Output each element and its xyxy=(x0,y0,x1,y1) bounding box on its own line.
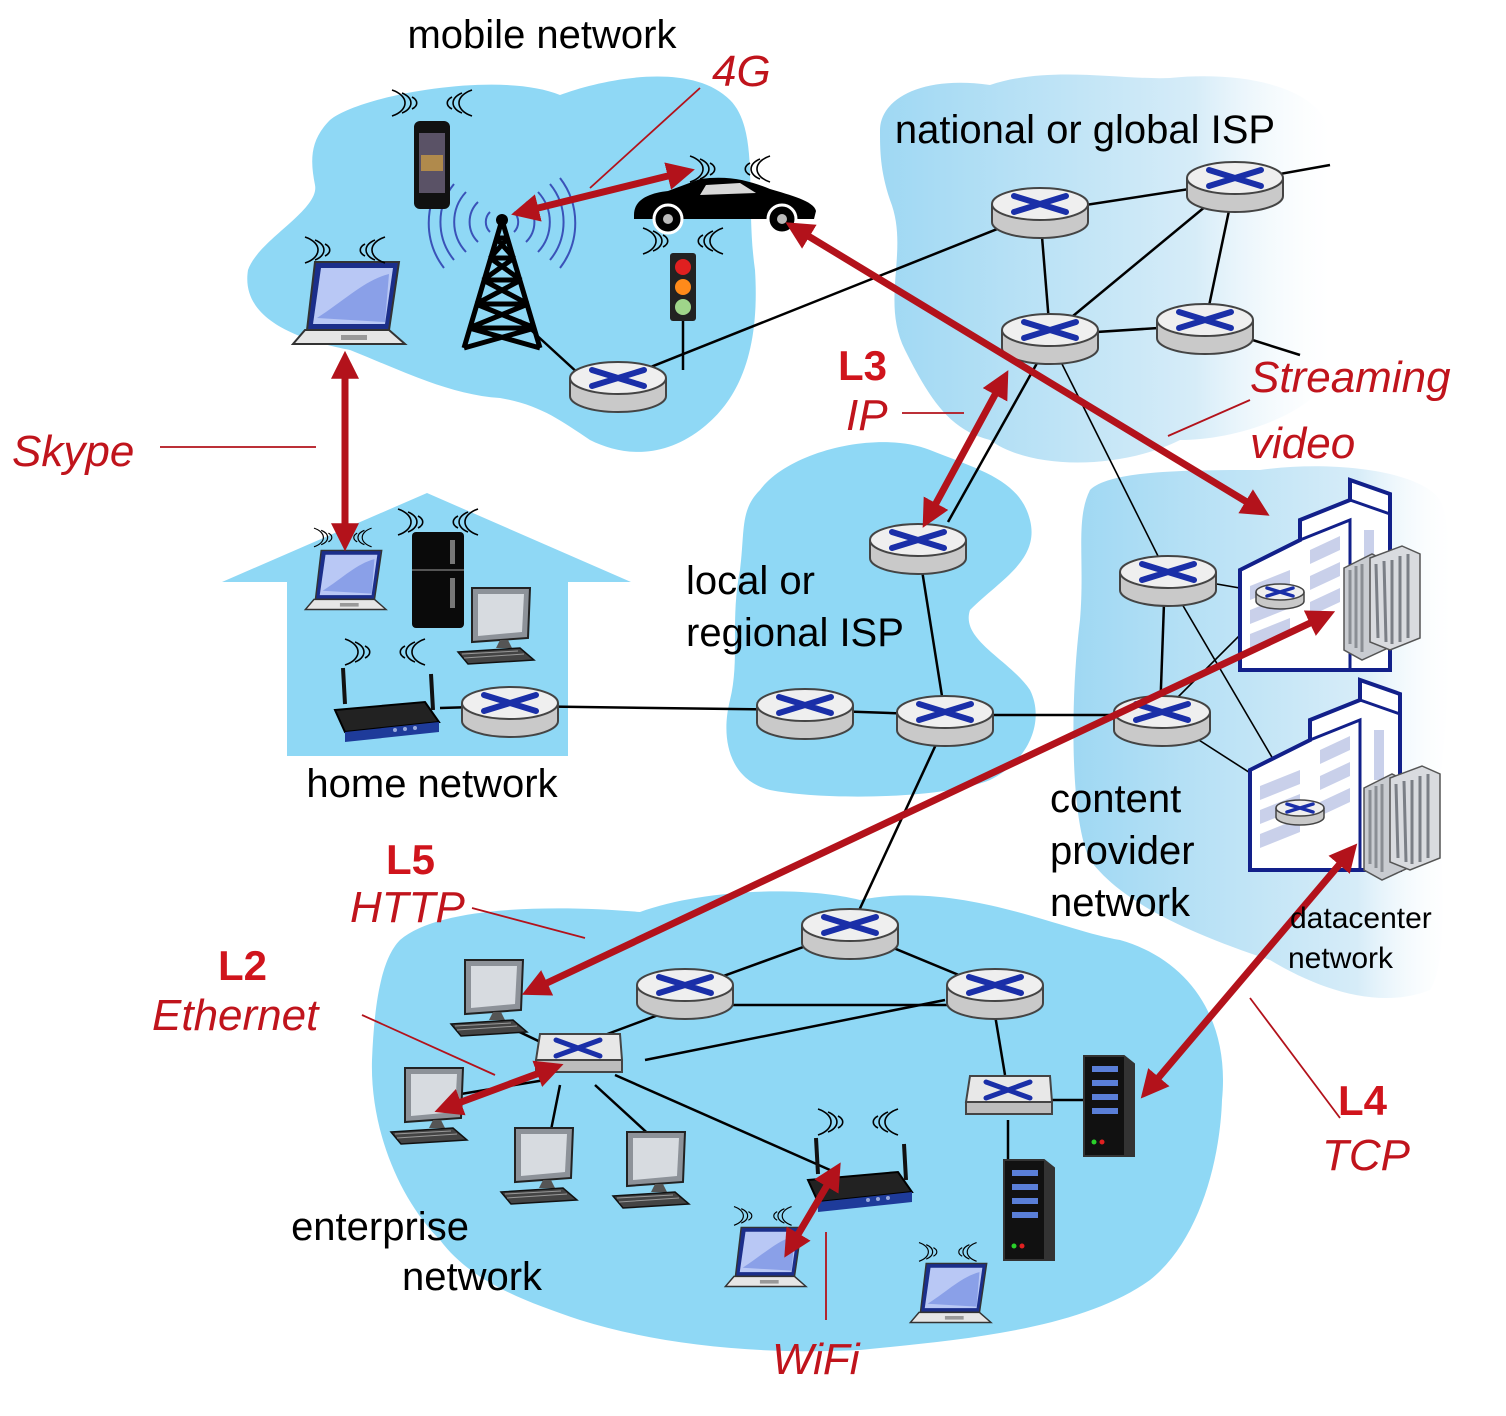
server-icon xyxy=(1083,1055,1135,1157)
datacenter-label-line2: network xyxy=(1288,942,1394,975)
l5-layer-label: L5 xyxy=(386,836,435,883)
wifi-label: WiFi xyxy=(772,1335,861,1384)
global-isp-label: national or global ISP xyxy=(895,108,1275,152)
4g-label: 4G xyxy=(712,47,771,96)
router-icon xyxy=(757,689,853,739)
content-provider-label-line3: network xyxy=(1050,881,1191,925)
router-icon xyxy=(1157,304,1253,354)
smartphone-icon xyxy=(391,89,473,209)
tcp-label: TCP xyxy=(1322,1131,1411,1180)
router-icon xyxy=(1120,556,1216,606)
router-icon xyxy=(1002,314,1098,364)
switch-icon xyxy=(966,1076,1052,1114)
protocol-arrows xyxy=(331,162,1358,1258)
skype-label: Skype xyxy=(12,427,134,476)
router-icon xyxy=(1114,696,1210,746)
video-label: video xyxy=(1250,419,1355,468)
content-provider-label-line1: content xyxy=(1050,777,1181,821)
regional-isp-label-line1: local or xyxy=(686,559,815,603)
refrigerator-icon xyxy=(397,508,479,628)
router-icon xyxy=(802,909,898,959)
streaming-label: Streaming xyxy=(1250,353,1451,402)
ip-label: IP xyxy=(846,391,888,440)
leader-lines xyxy=(160,87,1341,1320)
server-rack-icon xyxy=(1342,544,1422,662)
router-icon xyxy=(570,362,666,412)
router-icon xyxy=(462,687,558,737)
router-icon xyxy=(897,696,993,746)
enterprise-label-line2: network xyxy=(402,1255,543,1299)
l2-layer-label: L2 xyxy=(218,942,267,989)
content-provider-label-line2: provider xyxy=(1050,829,1195,873)
router-icon xyxy=(870,524,966,574)
server-rack-icon xyxy=(1362,764,1442,882)
traffic-light-icon xyxy=(642,227,724,321)
datacenter-label-line1: datacenter xyxy=(1290,902,1432,935)
router-icon xyxy=(992,188,1088,238)
l3-layer-label: L3 xyxy=(838,342,887,389)
home-network-label: home network xyxy=(306,762,558,806)
regional-isp-label-line2: regional ISP xyxy=(686,611,904,655)
router-icon xyxy=(1274,798,1326,827)
http-label: HTTP xyxy=(350,883,466,932)
router-icon xyxy=(1254,582,1306,611)
router-icon xyxy=(1187,162,1283,212)
mobile-network-label: mobile network xyxy=(407,13,677,57)
ethernet-label: Ethernet xyxy=(152,991,320,1040)
l4-layer-label: L4 xyxy=(1338,1077,1388,1124)
enterprise-label-line1: enterprise xyxy=(291,1205,469,1249)
server-icon xyxy=(1003,1159,1055,1261)
router-icon xyxy=(947,969,1043,1019)
router-icon xyxy=(637,969,733,1019)
